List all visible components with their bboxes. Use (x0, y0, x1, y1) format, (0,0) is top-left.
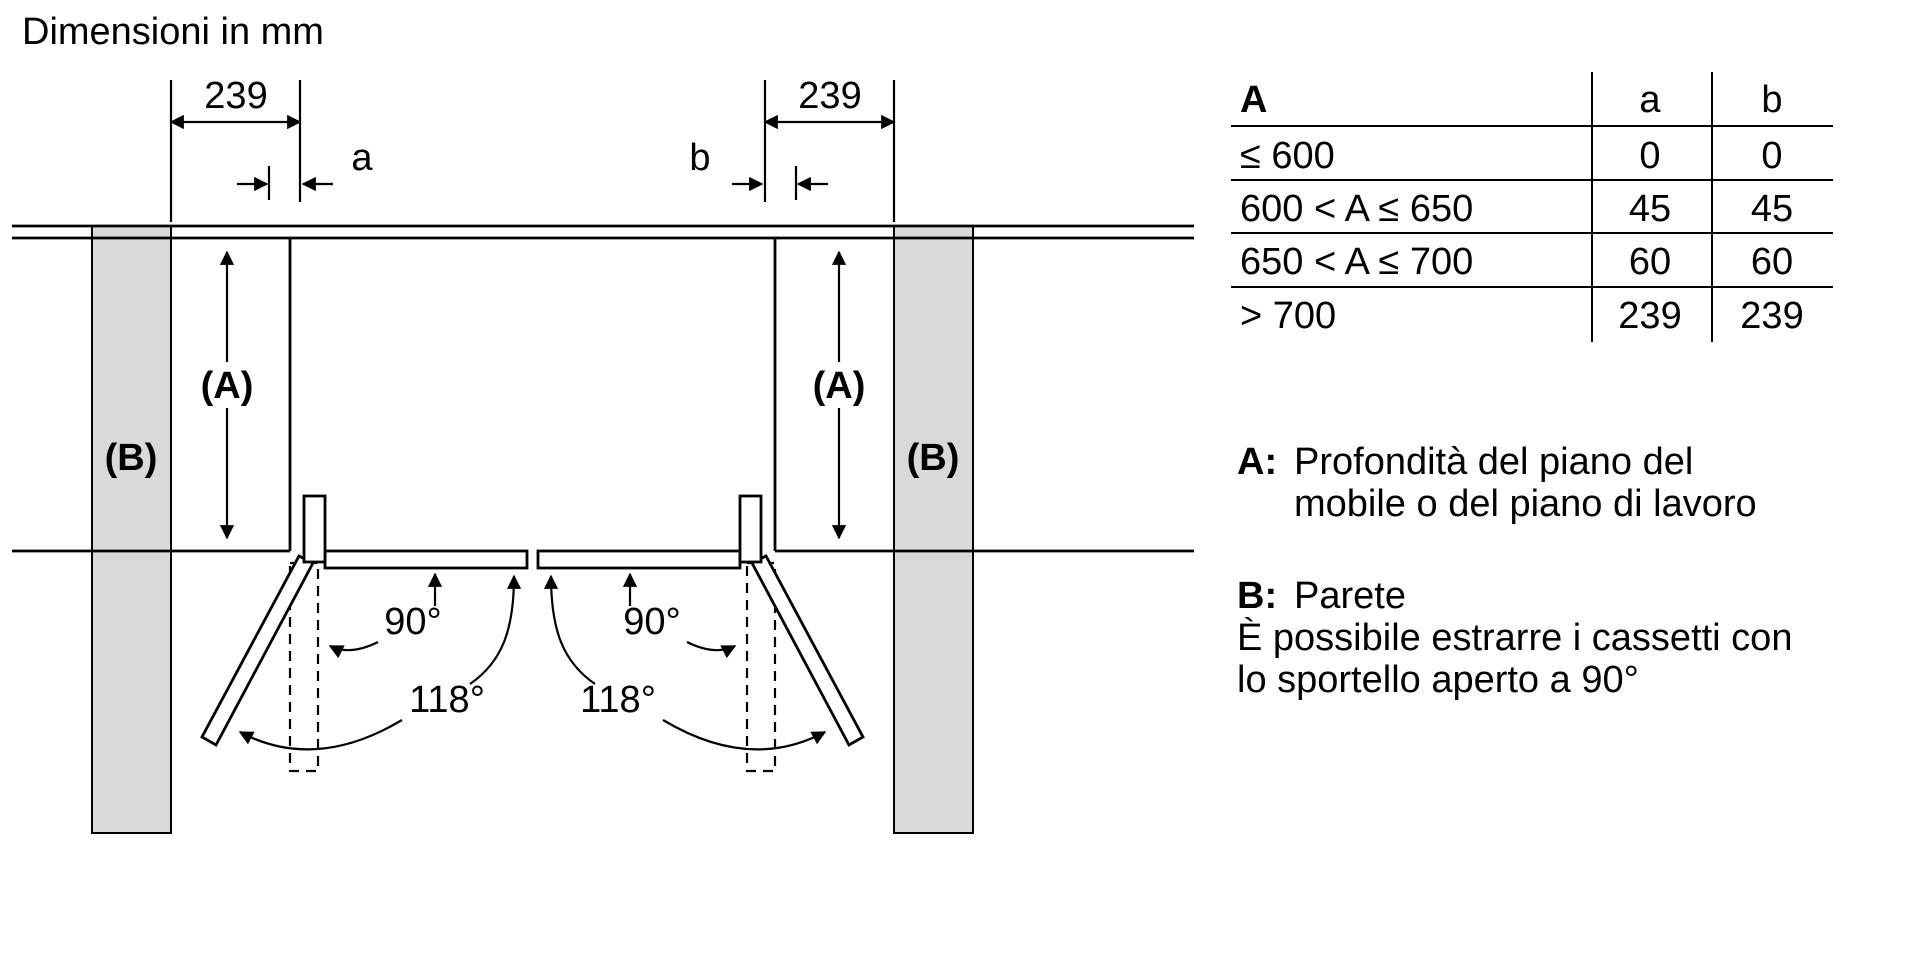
table-cell-a-3: 239 (1618, 295, 1681, 337)
depth-label-left-backplate (189, 362, 265, 408)
angle118-right-label: 118° (580, 679, 656, 721)
legend-a-line2: mobile o del piano di lavoro (1294, 483, 1757, 525)
door-left-closed-bar (323, 549, 529, 570)
dim239-right-label: 239 (798, 75, 861, 117)
dimension-lines (169, 80, 896, 751)
table-cell-a-2: 60 (1629, 241, 1671, 283)
page-title: Dimensioni in mm (22, 11, 324, 53)
table-cell-b-0: 0 (1761, 135, 1782, 177)
table-cell-a-0: 0 (1639, 135, 1660, 177)
legend: A: Profondità del piano del mobile o del… (1237, 441, 1792, 701)
angle90-left-label: 90° (384, 601, 441, 643)
legend-a-key: A: (1237, 441, 1277, 483)
table-cell-range-1: 600 < A ≤ 650 (1240, 188, 1473, 230)
depth-label-right-backplate (801, 362, 877, 408)
legend-b-text: Parete (1294, 575, 1406, 617)
legend-a-line1: Profondità del piano del (1294, 441, 1693, 483)
depth-label-right: (A) (813, 365, 866, 407)
angle118-left-arc (238, 719, 403, 751)
gap-a-label: a (351, 137, 373, 179)
wall-left (91, 225, 172, 834)
angle118-right-arc (662, 719, 827, 751)
table-cell-range-0: ≤ 600 (1240, 135, 1335, 177)
legend-note-line1: È possibile estrarre i cassetti con (1237, 616, 1792, 659)
table-header-b: b (1761, 79, 1782, 121)
table-cell-b-1: 45 (1751, 188, 1793, 230)
table-lines (1231, 72, 1833, 342)
door-right-closed-bar (536, 549, 742, 570)
angle118-left-label: 118° (409, 679, 485, 721)
diagram-labels: Dimensioni in mm 239 239 a b (A) (A) (B)… (22, 11, 959, 721)
legend-note-line2: lo sportello aperto a 90° (1237, 659, 1639, 701)
wall-label-left: (B) (105, 437, 158, 479)
table-header-a: a (1639, 79, 1661, 121)
legend-b-key: B: (1237, 575, 1277, 617)
table-text: A a b ≤ 600 0 0 600 < A ≤ 650 45 45 650 … (1240, 79, 1804, 337)
table-cell-range-3: > 700 (1240, 295, 1336, 337)
table-cell-b-3: 239 (1740, 295, 1803, 337)
hinge-left (302, 494, 327, 564)
dim239-left-label: 239 (204, 75, 267, 117)
angle90-left-arc (328, 641, 379, 659)
wall-right (893, 225, 974, 834)
depth-label-left: (A) (201, 365, 254, 407)
table-header-depth: A (1240, 79, 1267, 121)
structure-lines (12, 224, 1194, 553)
angle118-right-leader (543, 574, 596, 685)
angle118-left-leader (469, 574, 522, 685)
table-cell-range-2: 650 < A ≤ 700 (1240, 241, 1473, 283)
hinge-right (738, 494, 763, 564)
clearance-table: A a b ≤ 600 0 0 600 < A ≤ 650 45 45 650 … (1231, 72, 1833, 342)
doors (200, 494, 865, 773)
table-cell-a-1: 45 (1629, 188, 1671, 230)
wall-label-right: (B) (907, 437, 960, 479)
angle90-right-label: 90° (623, 601, 680, 643)
table-cell-b-2: 60 (1751, 241, 1793, 283)
gap-b-label: b (689, 137, 710, 179)
angle90-right-arc (686, 641, 737, 659)
